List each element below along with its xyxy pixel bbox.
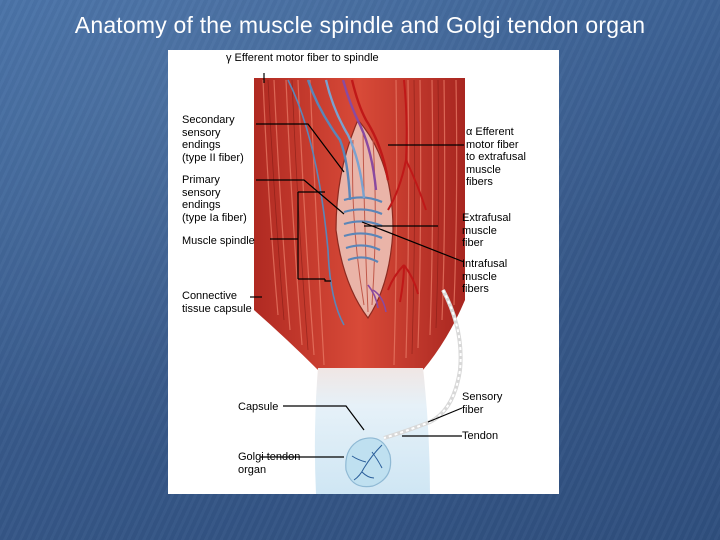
leader-lines (250, 73, 465, 458)
label-capsule: Capsule (238, 401, 279, 413)
label-alpha-efferent: α Efferent motor fiber to extrafusal mus… (466, 126, 526, 188)
label-connective-tissue-capsule: Connective tissue capsule (182, 290, 252, 315)
nerve-fibers (287, 79, 390, 326)
label-intrafusal-muscle-fibers: Intrafusal muscle fibers (462, 258, 508, 295)
label-primary-sensory-endings: Primary sensory endings (type Ia fiber) (182, 174, 247, 224)
label-muscle-spindle: Muscle spindle (182, 235, 255, 247)
label-tendon: Tendon (462, 430, 499, 442)
diagram-figure: γ Efferent motor fiber to spindle Second… (168, 50, 559, 494)
label-gamma-efferent: γ Efferent motor fiber to spindle (226, 52, 379, 64)
muscle-fiber-striations (262, 79, 458, 366)
slide-title: Anatomy of the muscle spindle and Golgi … (74, 12, 646, 38)
label-golgi-tendon-organ: Golgi tendon organ (238, 451, 301, 476)
tendon-shape (314, 368, 430, 494)
label-sensory-fiber: Sensory fiber (462, 391, 503, 416)
label-secondary-sensory-endings: Secondary sensory endings (type II fiber… (182, 114, 244, 164)
diagram-illustration (250, 73, 465, 494)
alpha-efferent-fiber (387, 79, 427, 303)
label-extrafusal-muscle-fiber: Extrafusal muscle fiber (462, 212, 511, 249)
